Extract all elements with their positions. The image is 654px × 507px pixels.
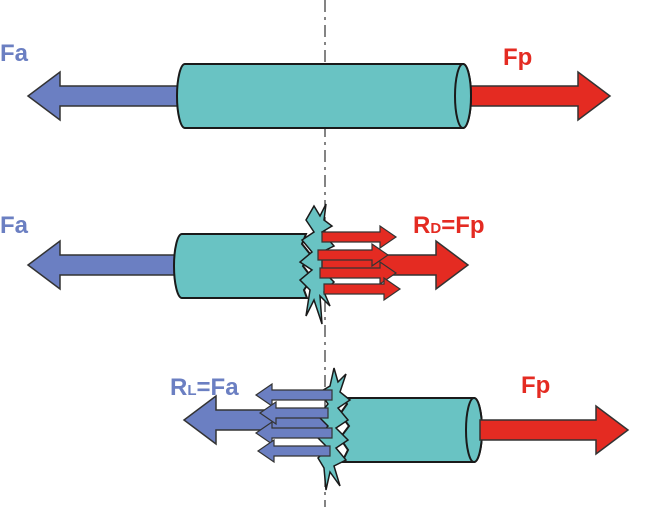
- bottom-panel: [182, 367, 630, 491]
- bot-right-arrow: [479, 404, 630, 456]
- mid-resultant-arrow: [321, 239, 470, 291]
- top-left-arrow: [26, 70, 187, 122]
- label-mid-rd: RD=Fp: [413, 214, 485, 238]
- label-mid-rd-main: R: [413, 212, 431, 239]
- mid-small-arrow-2: [317, 242, 390, 268]
- label-mid-rd-sub: D: [430, 220, 442, 237]
- label-bot-rl: RL=Fa: [170, 376, 239, 400]
- bot-distributed-arrows: [254, 382, 333, 464]
- label-mid-fa: Fa: [0, 212, 29, 239]
- middle-panel: [26, 203, 470, 325]
- mid-left-arrow: [26, 239, 181, 291]
- bot-small-arrow-3: [254, 420, 333, 446]
- label-bot-rl-sub: L: [187, 382, 197, 399]
- bot-small-arrow-2: [258, 400, 329, 426]
- label-top-fa: Fa: [0, 40, 29, 67]
- mid-fracture: [298, 203, 338, 325]
- label-mid-rd-rest: =Fp: [441, 212, 485, 239]
- top-right-arrow: [461, 70, 612, 122]
- bot-small-arrow-1: [254, 382, 333, 408]
- bot-cylinder: [338, 397, 483, 463]
- mid-small-arrow-4: [323, 276, 402, 302]
- top-cylinder: [176, 63, 472, 129]
- mid-cylinder: [173, 233, 314, 299]
- mid-distributed-arrows: [317, 224, 402, 302]
- mid-small-arrow-1: [321, 224, 398, 250]
- label-bot-fp: Fp: [521, 372, 551, 399]
- top-panel: [26, 63, 612, 129]
- label-bot-rl-rest: =Fa: [196, 374, 239, 401]
- label-bot-rl-main: R: [170, 374, 188, 401]
- label-top-fp: Fp: [503, 44, 533, 71]
- bot-small-arrow-4: [256, 438, 331, 464]
- mid-small-arrow-3: [319, 260, 398, 286]
